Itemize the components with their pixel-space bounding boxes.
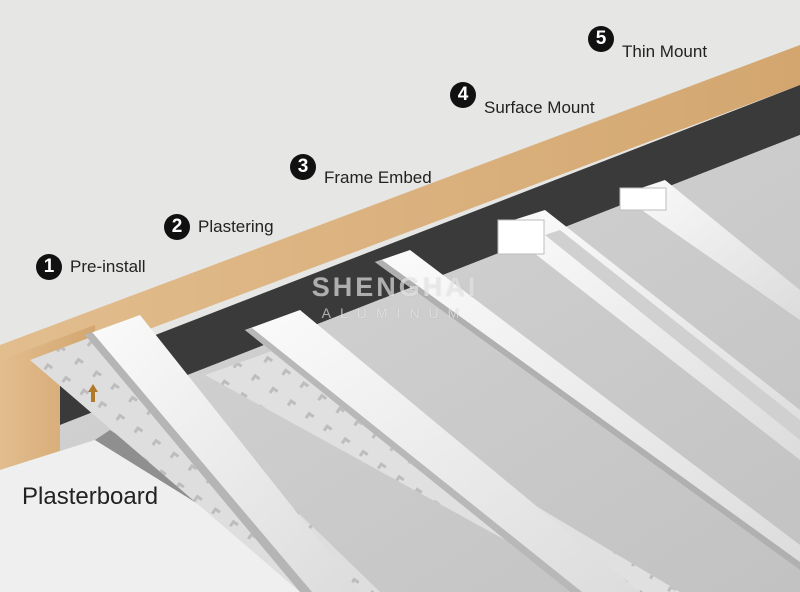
up-arrow-icon: [88, 384, 98, 402]
step-4-label: 4 Surface Mount: [450, 72, 595, 118]
watermark-sub: ALUMINUM: [321, 305, 469, 321]
plasterboard-block: [0, 440, 340, 592]
step-3-label: 3 Frame Embed: [290, 146, 432, 188]
profile-frame-embed: [375, 250, 800, 570]
profile-thin-mount: [619, 180, 800, 320]
profile-surface-mount: [497, 210, 800, 460]
step-4-text: Surface Mount: [484, 98, 595, 117]
step-3-text: Frame Embed: [324, 168, 432, 187]
step-1-text: Pre-install: [70, 257, 146, 276]
step-5-label: 5 Thin Mount: [588, 16, 707, 62]
profile-pre-install: [85, 315, 360, 592]
step-1-number: 1: [36, 254, 62, 280]
step-2-label: 2 Plastering: [164, 214, 274, 240]
recess-channel: [60, 85, 800, 425]
step-2-number: 2: [164, 214, 190, 240]
step-5-number: 5: [588, 26, 614, 52]
step-5-text: Thin Mount: [622, 42, 708, 61]
step-1-label: 1 Pre-install: [36, 254, 146, 280]
step-3-number: 3: [290, 154, 316, 180]
step-2-text: Plastering: [198, 217, 274, 236]
profile-plastering: [245, 310, 640, 592]
plasterboard-label: Plasterboard: [22, 483, 159, 510]
step-4-number: 4: [450, 82, 476, 108]
watermark-brand: SHENGHAI: [311, 272, 479, 302]
